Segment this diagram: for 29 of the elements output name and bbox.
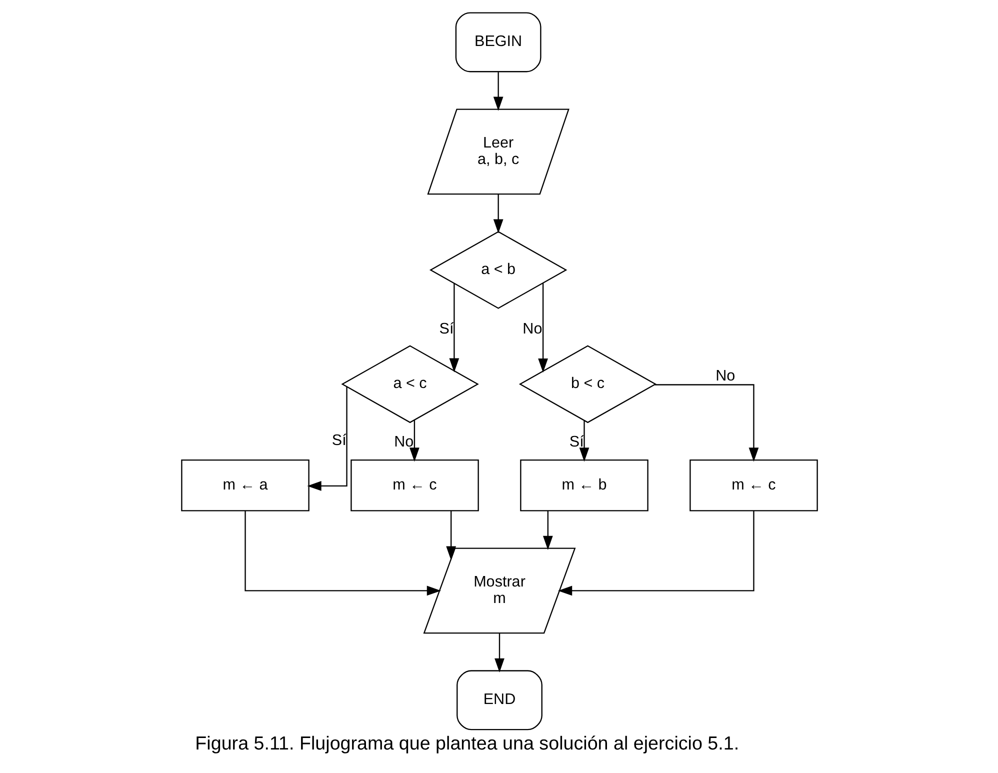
edge-label: Sí <box>568 434 584 451</box>
edge-label: No <box>394 433 414 450</box>
arrow <box>557 510 754 596</box>
arrow <box>409 420 419 462</box>
edge-label: No <box>715 367 735 384</box>
arrow <box>494 633 504 672</box>
node-box: m ← c <box>350 459 478 512</box>
edge-label: Sí <box>331 432 346 450</box>
arrow <box>492 194 503 234</box>
arrow <box>654 384 758 462</box>
edge-label: No <box>522 320 542 338</box>
arrow <box>306 386 347 491</box>
node-diamond: a < c <box>340 345 478 424</box>
node-box: END <box>456 670 542 730</box>
arrow <box>244 510 441 596</box>
arrow <box>446 510 456 560</box>
node-box: m ← c <box>689 459 818 512</box>
caption: Figura 5.11. Flujograma que plantea una solución al ejercicio 5.1. <box>194 732 739 754</box>
node-diamond: a < b <box>428 231 567 309</box>
arrow <box>542 510 552 550</box>
node-diamond: b < c <box>518 345 656 424</box>
arrow <box>538 283 548 373</box>
arrow <box>448 284 459 372</box>
node-box: m ← a <box>180 459 309 512</box>
edge-label: Sí <box>438 320 454 338</box>
arrow <box>492 72 503 111</box>
node-box: BEGIN <box>454 12 541 72</box>
node-box: m ← b <box>520 459 648 512</box>
arrow <box>578 420 589 462</box>
